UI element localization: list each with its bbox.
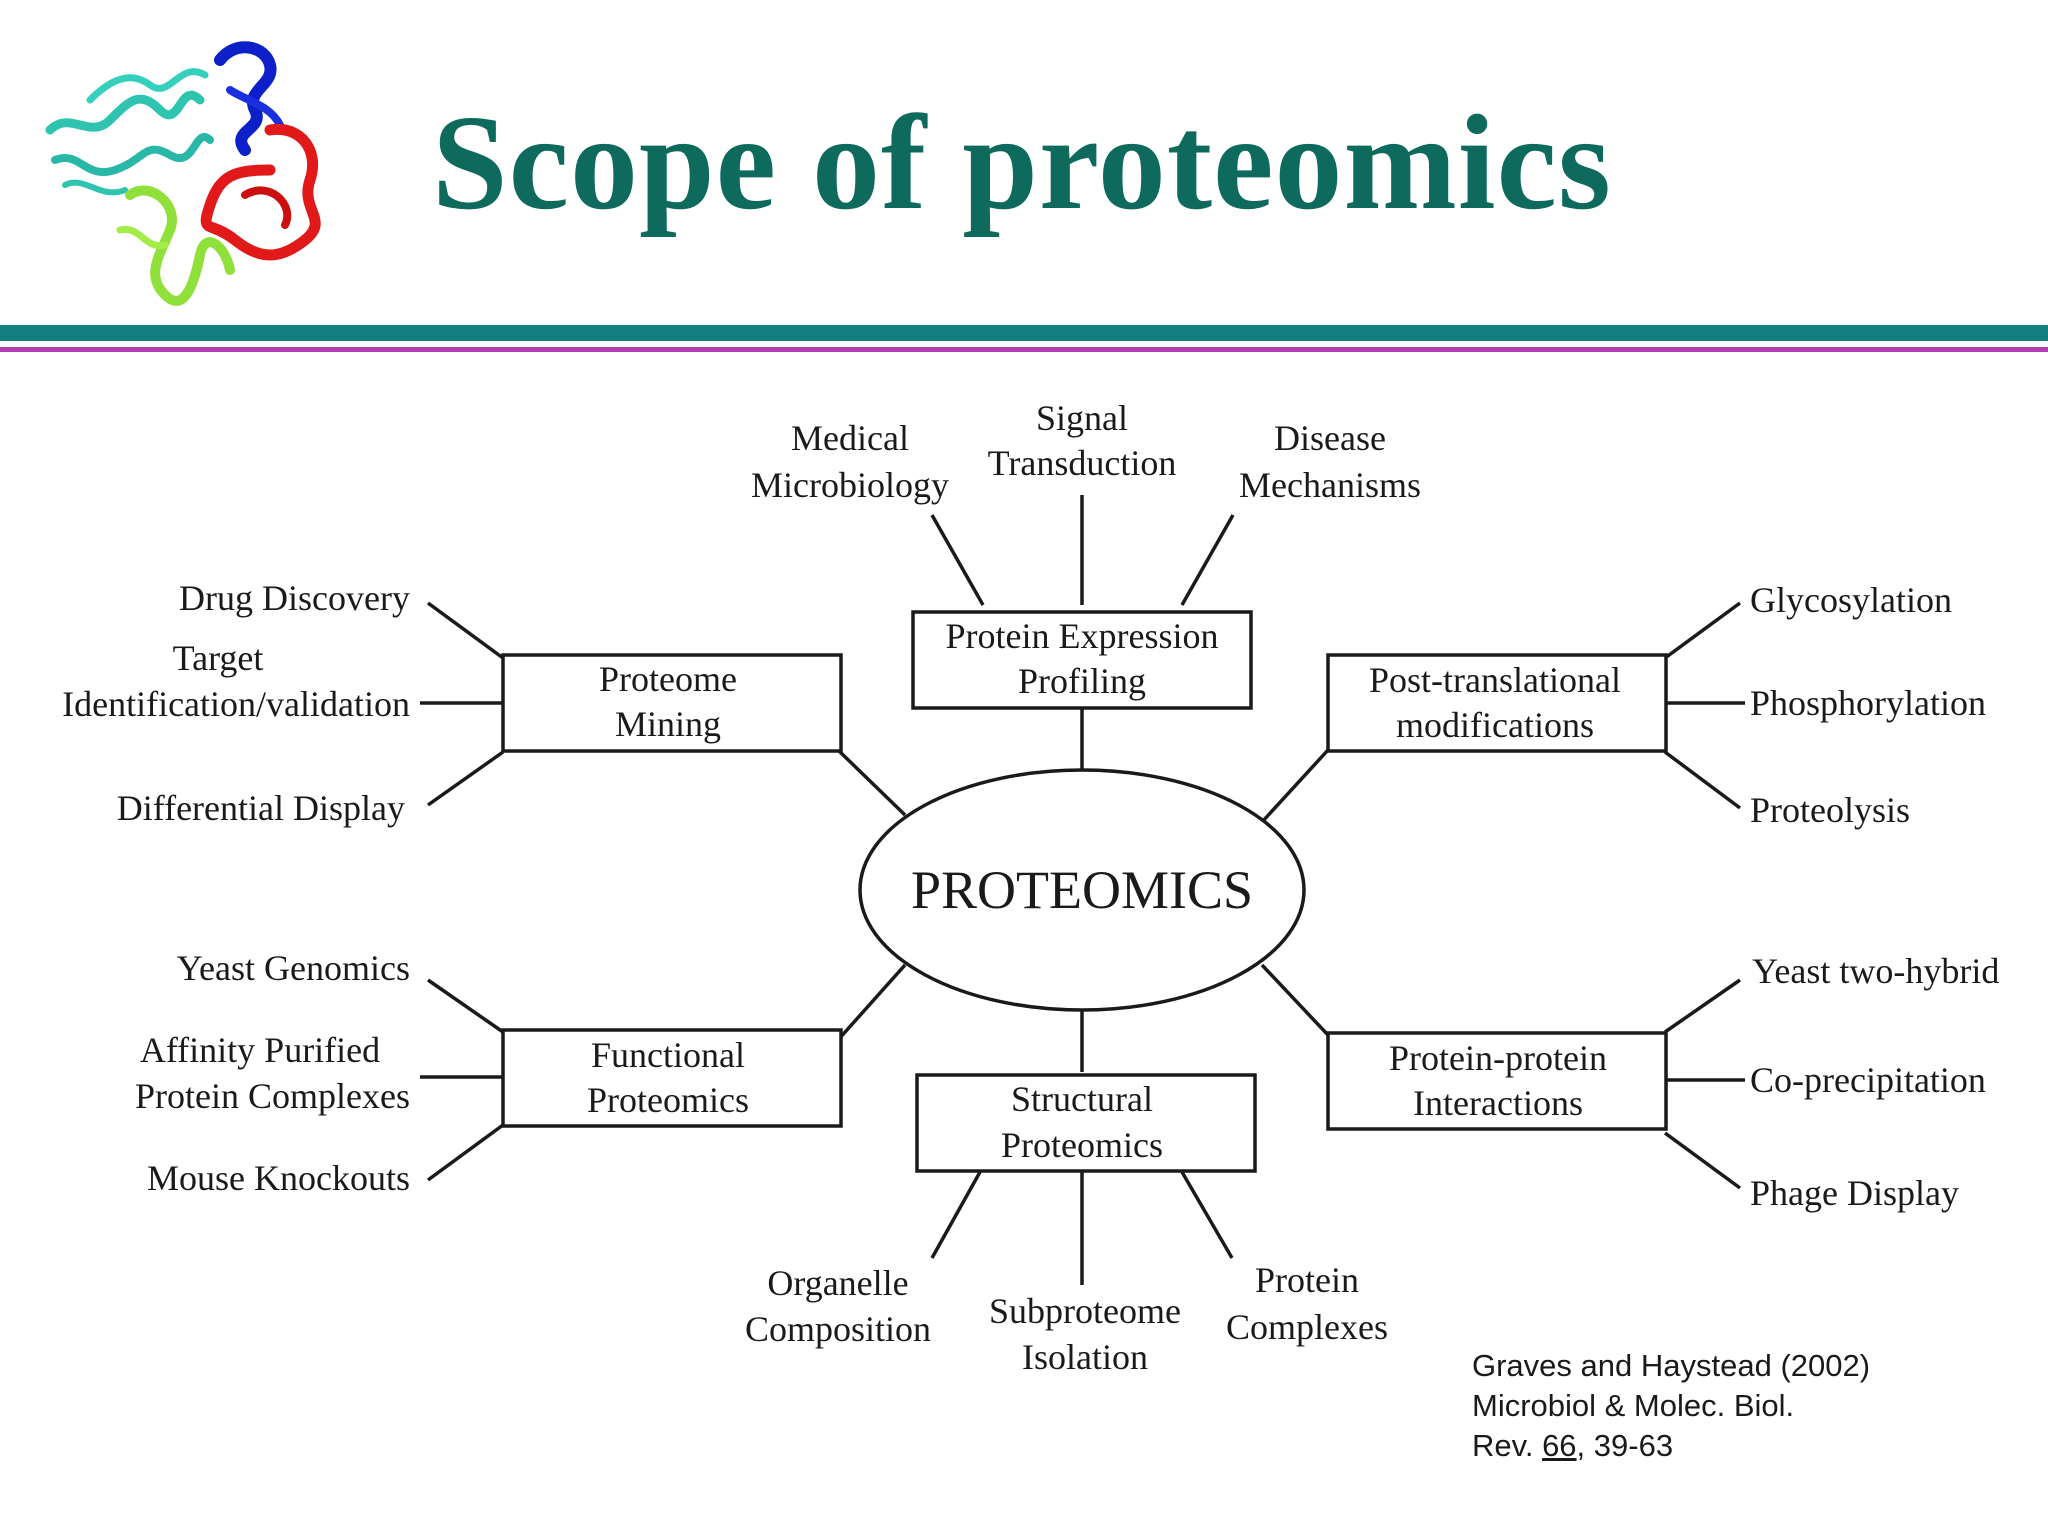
citation-volume: 66 <box>1542 1428 1577 1463</box>
leaf-label-line: Mouse Knockouts <box>147 1158 410 1198</box>
citation: Graves and Haystead (2002) Microbiol & M… <box>1472 1346 1870 1466</box>
leaf-label-line: Signal <box>1036 398 1128 438</box>
leaf-label-line: Co-precipitation <box>1750 1060 1986 1100</box>
center-label: PROTEOMICS <box>911 860 1253 920</box>
leaf-label-line: Protein Complexes <box>135 1076 410 1116</box>
leaf-label-line: Identification/validation <box>62 684 410 724</box>
hub-label-line: Post-translational <box>1369 660 1621 700</box>
hub-label-line: Structural <box>1011 1079 1153 1119</box>
hub-label-line: Mining <box>615 704 721 744</box>
hub-label-line: Proteomics <box>1001 1125 1163 1165</box>
hub-label-line: modifications <box>1396 705 1594 745</box>
citation-pages: , 39-63 <box>1576 1428 1674 1463</box>
leaf-label-line: Phage Display <box>1750 1173 1959 1213</box>
citation-line: Graves and Haystead (2002) <box>1472 1348 1871 1383</box>
slide-title: Scope of proteomics <box>432 88 1612 238</box>
hub-label-line: Protein-protein <box>1389 1038 1607 1078</box>
hub-label-line: Functional <box>591 1035 745 1075</box>
hub-post-translational-modifications: Post-translational modifications <box>1326 653 1668 753</box>
leaf-label-line: Protein <box>1255 1260 1359 1300</box>
citation-line: Microbiol & Molec. Biol. <box>1472 1388 1795 1423</box>
hub-functional-proteomics: Functional Proteomics <box>501 1028 843 1128</box>
hub-label-line: Proteomics <box>587 1080 749 1120</box>
hub-label-line: Protein Expression <box>946 616 1219 656</box>
connector-lines <box>420 495 1745 1285</box>
header-rule-teal <box>0 325 2048 341</box>
leaf-label-line: Glycosylation <box>1750 580 1952 620</box>
hub-structural-proteomics: Structural Proteomics <box>915 1073 1257 1173</box>
leaf-label-line: Composition <box>745 1309 931 1349</box>
hub-label-line: Profiling <box>1018 661 1146 701</box>
leaf-label-line: Isolation <box>1022 1337 1148 1377</box>
header-rule-magenta <box>0 347 2048 352</box>
leaf-label-line: Yeast two-hybrid <box>1752 951 1999 991</box>
hub-label-line: Proteome <box>599 659 737 699</box>
leaf-label-line: Yeast Genomics <box>177 948 410 988</box>
hub-label-line: Interactions <box>1413 1083 1583 1123</box>
hub-protein-protein-interactions: Protein-protein Interactions <box>1326 1031 1668 1131</box>
citation-prefix: Rev. <box>1472 1428 1543 1463</box>
leaf-label-line: Transduction <box>988 443 1177 483</box>
leaf-label-line: Differential Display <box>117 788 405 828</box>
leaf-label-line: Microbiology <box>751 465 949 505</box>
leaf-label-line: Drug Discovery <box>179 578 410 618</box>
leaf-label-line: Mechanisms <box>1239 465 1421 505</box>
leaf-label-line: Disease <box>1274 418 1386 458</box>
leaf-label-line: Affinity Purified <box>140 1030 380 1070</box>
leaf-label-line: Subproteome <box>989 1291 1181 1331</box>
leaf-label-line: Medical <box>791 418 909 458</box>
leaf-label-line: Complexes <box>1226 1307 1388 1347</box>
hub-protein-expression-profiling: Protein Expression Profiling <box>911 610 1253 710</box>
leaf-label-line: Phosphorylation <box>1750 683 1986 723</box>
leaf-label-line: Organelle <box>767 1263 908 1303</box>
hub-proteome-mining: Proteome Mining <box>501 653 843 753</box>
center-ellipse <box>858 768 1306 1012</box>
leaf-label-line: Target <box>173 638 264 678</box>
leaf-label-line: Proteolysis <box>1750 790 1910 830</box>
protein-ribbon-structure-icon <box>45 41 321 306</box>
citation-line: Rev. 66, 39-63 <box>1472 1426 1870 1466</box>
